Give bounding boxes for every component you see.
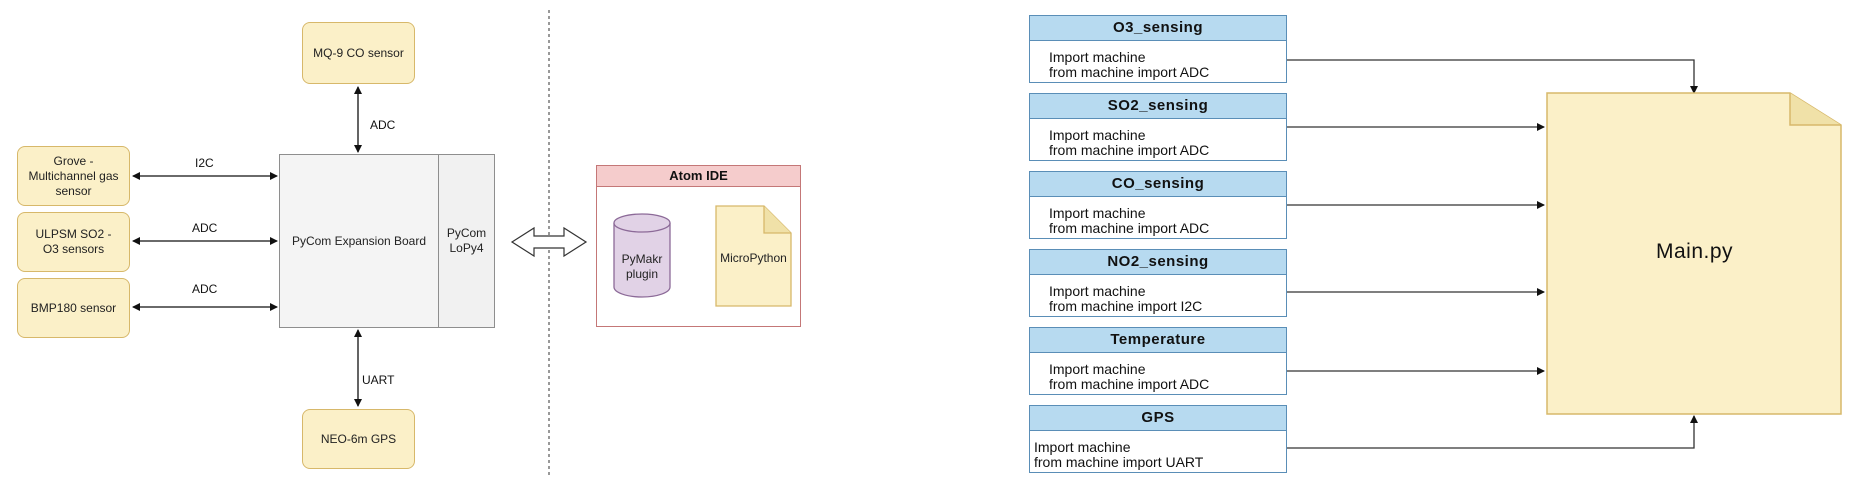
module-no2-sensing: NO2_sensing Import machine from machine …: [1029, 249, 1287, 317]
ulpsm-sensor-node: ULPSM SO2 - O3 sensors: [17, 212, 130, 272]
mq9-sensor-label: MQ-9 CO sensor: [313, 45, 404, 60]
grove-sensor-label: Grove - Multichannel gas sensor: [28, 153, 119, 198]
module-code: Import machine from machine import I2C: [1049, 283, 1203, 314]
expansion-board-label: PyCom Expansion Board: [291, 234, 427, 248]
module-gps: GPS Import machine from machine import U…: [1029, 405, 1287, 473]
module-title: NO2_sensing: [1030, 250, 1286, 275]
module-title: SO2_sensing: [1030, 94, 1286, 119]
gps-link-label: UART: [362, 373, 395, 387]
ulpsm-link-label: ADC: [192, 221, 218, 235]
module-title: Temperature: [1030, 328, 1286, 353]
main-file-label: Main.py: [1655, 240, 1734, 263]
module-code: Import machine from machine import ADC: [1049, 127, 1210, 158]
bmp180-link-label: ADC: [192, 282, 218, 296]
mq9-sensor-node: MQ-9 CO sensor: [302, 22, 415, 84]
module-title: GPS: [1030, 406, 1286, 431]
micropython-note: [715, 205, 792, 307]
expansion-board-node: PyCom Expansion Board: [279, 154, 439, 328]
module-code: Import machine from machine import ADC: [1049, 361, 1210, 392]
bmp180-sensor-node: BMP180 sensor: [17, 278, 130, 338]
module-o3-sensing: O3_sensing Import machine from machine i…: [1029, 15, 1287, 83]
grove-link-label: I2C: [195, 156, 214, 170]
module-title: CO_sensing: [1030, 172, 1286, 197]
ulpsm-sensor-label: ULPSM SO2 - O3 sensors: [35, 227, 112, 256]
mq9-link-label: ADC: [370, 118, 396, 132]
module-title: O3_sensing: [1030, 16, 1286, 41]
bmp180-sensor-label: BMP180 sensor: [30, 300, 117, 315]
lopy-node: PyCom LoPy4: [438, 154, 495, 328]
module-temperature: Temperature Import machine from machine …: [1029, 327, 1287, 395]
module-so2-sensing: SO2_sensing Import machine from machine …: [1029, 93, 1287, 161]
micropython-label: MicroPython: [720, 251, 787, 265]
double-arrow-icon: [510, 226, 588, 258]
module-code: Import machine from machine import UART: [1034, 439, 1204, 470]
lopy-label: PyCom LoPy4: [446, 226, 487, 255]
pymakr-plugin-label: PyMakr plugin: [621, 252, 663, 281]
module-co-sensing: CO_sensing Import machine from machine i…: [1029, 171, 1287, 239]
main-file-document: [1546, 92, 1842, 415]
pymakr-plugin-cylinder: [613, 213, 671, 298]
o3-to-main-arrow: [1287, 59, 1698, 94]
gps-to-main-arrow: [1287, 415, 1698, 449]
gps-sensor-node: NEO-6m GPS: [302, 409, 415, 469]
module-code: Import machine from machine import ADC: [1049, 205, 1210, 236]
module-code: Import machine from machine import ADC: [1049, 49, 1210, 80]
atom-ide-title: Atom IDE: [597, 166, 800, 187]
gps-sensor-label: NEO-6m GPS: [320, 431, 397, 446]
grove-sensor-node: Grove - Multichannel gas sensor: [17, 146, 130, 206]
